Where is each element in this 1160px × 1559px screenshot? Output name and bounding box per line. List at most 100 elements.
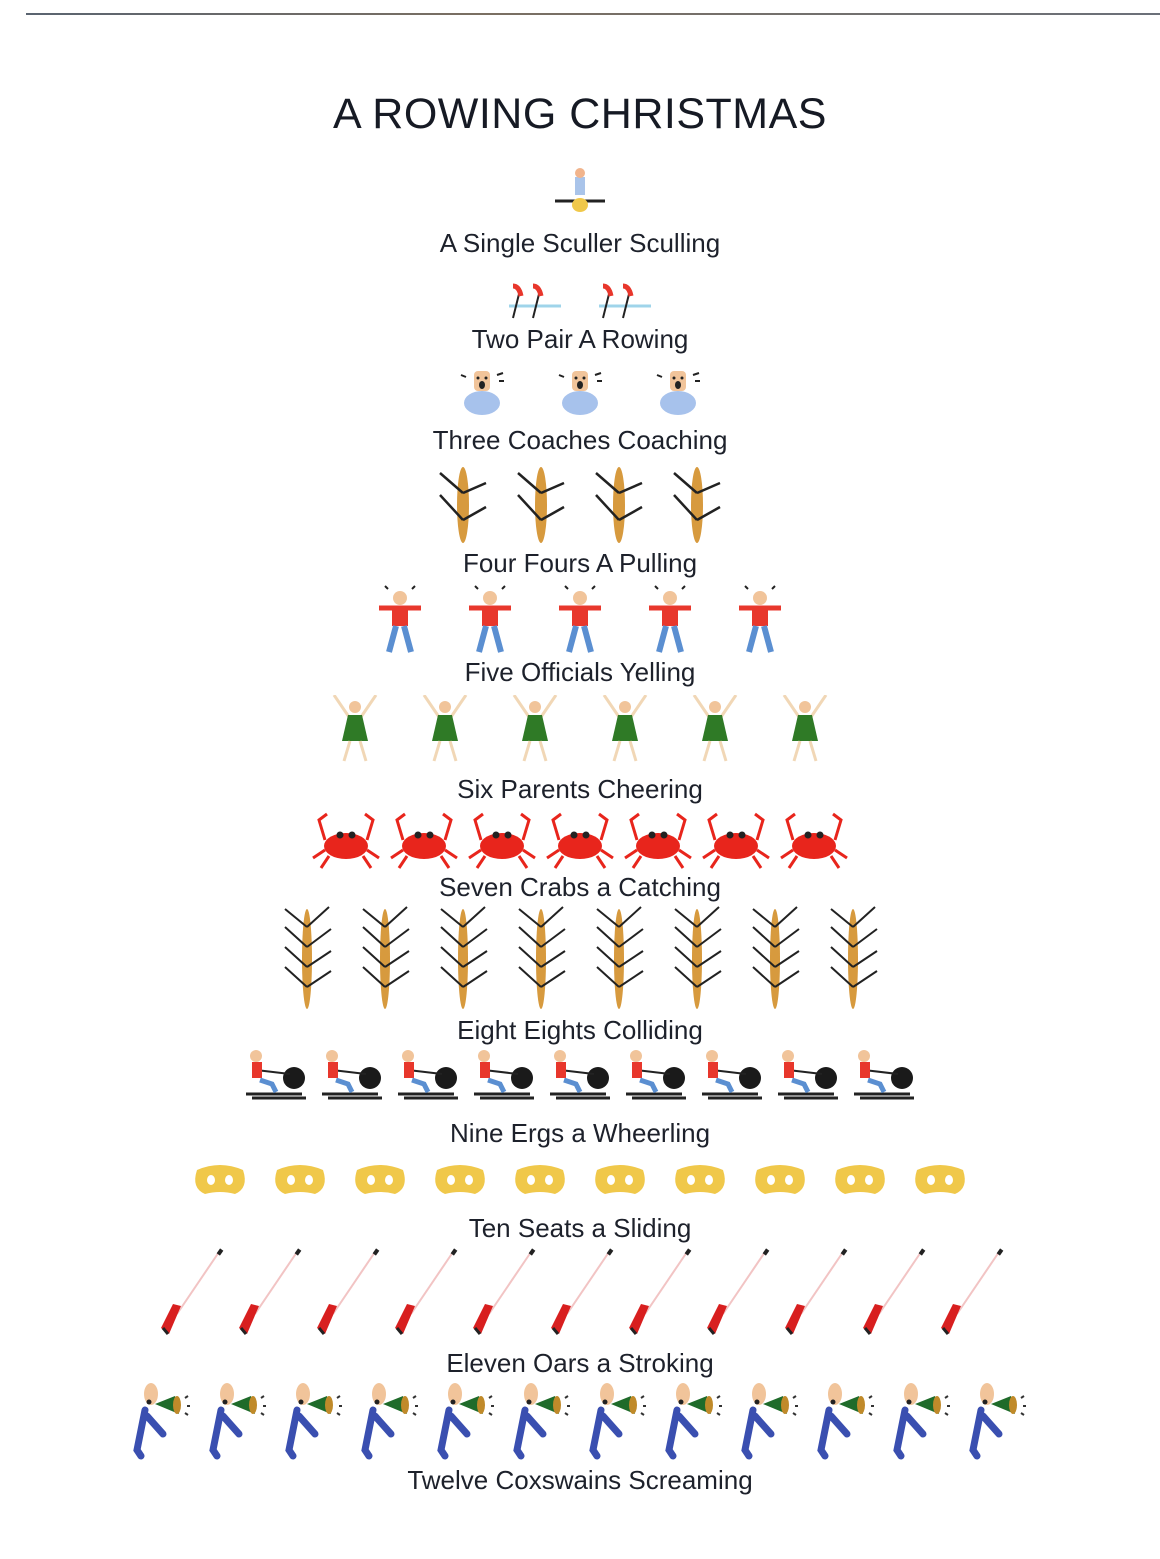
verse-icon-row [0, 1160, 1160, 1200]
verse-icon-row [0, 1380, 1160, 1460]
crab-icon [701, 810, 771, 872]
eight-boat-icon [509, 905, 573, 1010]
verse-caption: Eleven Oars a Stroking [446, 1348, 714, 1378]
oar-icon [701, 1248, 771, 1338]
oar-icon [311, 1248, 381, 1338]
verse-caption: Twelve Coxswains Screaming [407, 1465, 753, 1495]
oar-icon [779, 1248, 849, 1338]
coxswain-icon [963, 1380, 1033, 1460]
coxswain-icon [659, 1380, 729, 1460]
verse-icon-row [0, 695, 1160, 765]
eight-boat-icon [587, 905, 651, 1010]
eight-boat-icon [353, 905, 417, 1010]
erg-icon [850, 1048, 918, 1104]
coxswain-icon [735, 1380, 805, 1460]
verse-icon-row [0, 580, 1160, 655]
oar-icon [935, 1248, 1005, 1338]
seat-icon [511, 1160, 569, 1200]
coxswain-icon [507, 1380, 577, 1460]
eight-boat-icon [431, 905, 495, 1010]
coxswain-icon [811, 1380, 881, 1460]
four-boat-icon [506, 465, 576, 545]
verse-icon-row [0, 1248, 1160, 1338]
crab-icon [467, 810, 537, 872]
eight-boat-icon [275, 905, 339, 1010]
coach-icon [551, 365, 609, 415]
coxswain-icon [203, 1380, 273, 1460]
seat-icon [591, 1160, 649, 1200]
erg-icon [394, 1048, 462, 1104]
official-icon [455, 580, 525, 655]
verse-caption: Seven Crabs a Catching [439, 872, 721, 902]
parent-icon [504, 695, 566, 765]
seat-icon [271, 1160, 329, 1200]
seat-icon [431, 1160, 489, 1200]
official-icon [365, 580, 435, 655]
verse-caption: Three Coaches Coaching [432, 425, 728, 455]
official-icon [725, 580, 795, 655]
pair-boat-icon [595, 282, 655, 320]
seat-icon [351, 1160, 409, 1200]
verse-caption: Two Pair A Rowing [471, 324, 689, 354]
parent-icon [324, 695, 386, 765]
crab-icon [623, 810, 693, 872]
oar-icon [623, 1248, 693, 1338]
seat-icon [671, 1160, 729, 1200]
verse-icon-row [0, 282, 1160, 320]
coxswain-icon [887, 1380, 957, 1460]
oar-icon [155, 1248, 225, 1338]
erg-icon [470, 1048, 538, 1104]
coxswain-icon [431, 1380, 501, 1460]
coxswain-icon [583, 1380, 653, 1460]
verse-caption: Nine Ergs a Wheerling [449, 1118, 711, 1148]
coxswain-icon [355, 1380, 425, 1460]
single-sculler-icon [545, 165, 615, 215]
verse-icon-row [0, 810, 1160, 872]
coxswain-icon [279, 1380, 349, 1460]
verse-caption: A Single Sculler Sculling [439, 228, 721, 258]
erg-icon [242, 1048, 310, 1104]
official-icon [635, 580, 705, 655]
four-boat-icon [428, 465, 498, 545]
erg-icon [546, 1048, 614, 1104]
eight-boat-icon [665, 905, 729, 1010]
parent-icon [414, 695, 476, 765]
oar-icon [389, 1248, 459, 1338]
seat-icon [751, 1160, 809, 1200]
verse-caption: Eight Eights Colliding [457, 1015, 703, 1045]
oar-icon [233, 1248, 303, 1338]
seat-icon [911, 1160, 969, 1200]
crab-icon [779, 810, 849, 872]
verse-icon-row [0, 1048, 1160, 1104]
pair-boat-icon [505, 282, 565, 320]
oar-icon [857, 1248, 927, 1338]
parent-icon [684, 695, 746, 765]
oar-icon [545, 1248, 615, 1338]
crab-icon [311, 810, 381, 872]
crab-icon [545, 810, 615, 872]
four-boat-icon [662, 465, 732, 545]
parent-icon [774, 695, 836, 765]
eight-boat-icon [821, 905, 885, 1010]
seat-icon [831, 1160, 889, 1200]
page-title: A ROWING CHRISTMAS [333, 90, 827, 138]
crab-icon [389, 810, 459, 872]
verse-icon-row [0, 165, 1160, 215]
verse-caption: Four Fours A Pulling [462, 548, 698, 578]
erg-icon [622, 1048, 690, 1104]
verse-icon-row [0, 905, 1160, 1010]
erg-icon [698, 1048, 766, 1104]
erg-icon [774, 1048, 842, 1104]
top-border-line [26, 13, 1160, 15]
oar-icon [467, 1248, 537, 1338]
coach-icon [649, 365, 707, 415]
seat-icon [191, 1160, 249, 1200]
coach-icon [453, 365, 511, 415]
eight-boat-icon [743, 905, 807, 1010]
coxswain-icon [127, 1380, 197, 1460]
verse-caption: Ten Seats a Sliding [468, 1213, 692, 1243]
erg-icon [318, 1048, 386, 1104]
parent-icon [594, 695, 656, 765]
verse-caption: Six Parents Cheering [457, 774, 703, 804]
verse-icon-row [0, 465, 1160, 545]
